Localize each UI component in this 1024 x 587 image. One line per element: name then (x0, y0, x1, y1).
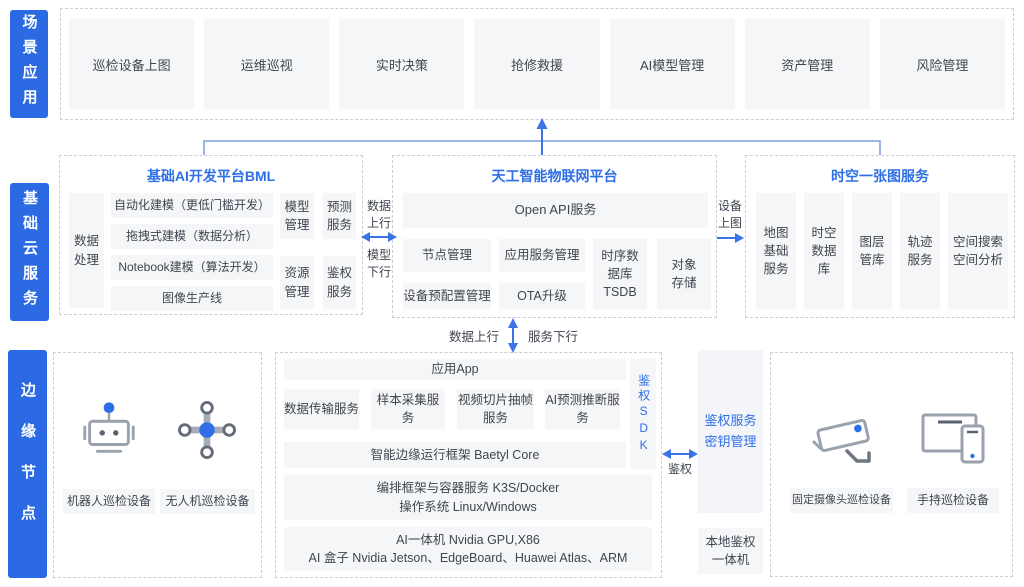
local-auth-box: 本地鉴权一体机 (698, 528, 763, 574)
edge-left-devices-box: 机器人巡检设备 无人机巡检设备 (53, 352, 262, 578)
bml-row-image-pipeline: 图像生产线 (111, 286, 273, 311)
bml-model-mgmt: 模型管理 (280, 193, 314, 239)
bml-platform-box: 基础AI开发平台BML 数据处理 自动化建模（更低门槛开发） 拖拽式建模（数据分… (59, 155, 363, 315)
fixed-camera-label: 固定摄像头巡检设备 (790, 488, 893, 513)
map-title: 时空一张图服务 (831, 168, 929, 184)
scenario-item-asset-mgmt: 资产管理 (744, 19, 870, 109)
map-service-box: 时空一张图服务 地图基础服务 时空数据库 图层管库 轨迹服务 空间搜索空间分析 (745, 155, 1015, 318)
bml-title: 基础AI开发平台BML (146, 168, 276, 184)
iot-node-mgmt: 节点管理 (403, 239, 491, 272)
edge-stack-box: 应用App 数据传输服务 样本采集服务 视频切片抽帧服务 AI预测推断服务 鉴权… (275, 352, 662, 578)
bml-row-notebook: Notebook建模（算法开发） (111, 255, 273, 280)
iot-platform-box: 天工智能物联网平台 Open API服务 节点管理 应用服务管理 设备预配置管理… (392, 155, 717, 318)
robot-icon (83, 402, 135, 453)
bml-auth-service: 鉴权服务 (323, 256, 356, 309)
edge-baetyl-core: 智能边缘运行框架 Baetyl Core (284, 442, 626, 468)
edge-ai-box: AI 盒子 Nvidia Jetson、EdgeBoard、Huawei Atl… (308, 551, 628, 565)
auth-key-service-box: 鉴权服务密钥管理 (698, 350, 763, 513)
cctv-camera-icon (812, 418, 871, 463)
map-col-spatial-search: 空间搜索空间分析 (948, 193, 1008, 309)
edge-svc-ai-inference: AI预测推断服务 (545, 389, 620, 429)
bml-data-processing: 数据处理 (69, 193, 104, 308)
iot-ota-upgrade: OTA升级 (499, 283, 585, 309)
edge-os-container-box: 编排框架与容器服务 K3S/Docker 操作系统 Linux/Windows (284, 475, 652, 520)
scenario-row: 巡检设备上图 运维巡视 实时决策 抢修救援 AI模型管理 资产管理 风险管理 (61, 9, 1013, 119)
map-col-layer-store: 图层管库 (852, 193, 892, 309)
link-cloud-edge-up-label: 数据上行 (448, 330, 499, 344)
robot-device-label: 机器人巡检设备 (63, 489, 155, 514)
iot-tsdb: 时序数据库TSDB (593, 239, 647, 309)
band-label-cloud: 基础云服务 (10, 183, 49, 321)
iot-app-service-mgmt: 应用服务管理 (499, 239, 585, 272)
auth-link-label: 鉴权 (667, 462, 692, 476)
link-iot-map-label: 设备上图 (717, 199, 742, 231)
link-bml-iot-up-label: 数据上行 (366, 199, 391, 231)
map-col-base-map: 地图基础服务 (756, 193, 796, 309)
scenario-item-realtime-decision: 实时决策 (339, 19, 465, 109)
edge-hardware-box: AI一体机 Nvidia GPU,X86 AI 盒子 Nvidia Jetson… (284, 527, 652, 571)
edge-k3s-docker: 编排框架与容器服务 K3S/Docker (376, 481, 560, 496)
map-col-st-database: 时空数据库 (804, 193, 844, 309)
scenario-container: 巡检设备上图 运维巡视 实时决策 抢修救援 AI模型管理 资产管理 风险管理 (60, 8, 1014, 120)
edge-svc-data-transfer: 数据传输服务 (284, 389, 359, 429)
edge-os: 操作系统 Linux/Windows (399, 499, 537, 514)
link-bml-iot-down-label: 模型下行 (366, 248, 391, 280)
scenario-item-ops-patrol: 运维巡视 (204, 19, 330, 109)
bml-predict-service: 预测服务 (323, 193, 356, 239)
bml-row-dragdrop: 拖拽式建模（数据分析） (111, 224, 273, 249)
drone-device-label: 无人机巡检设备 (160, 489, 255, 514)
iot-open-api: Open API服务 (403, 193, 708, 228)
handheld-device-icon (921, 413, 985, 464)
scenario-item-emergency-rescue: 抢修救援 (474, 19, 600, 109)
scenario-item-risk-mgmt: 风险管理 (879, 19, 1005, 109)
scenario-item-inspection-device-map: 巡检设备上图 (69, 19, 195, 109)
band-label-scenario: 场景应用 (10, 10, 48, 118)
top-branch-line (203, 140, 881, 155)
edge-auth-sdk: 鉴权SDK (630, 359, 656, 469)
iot-object-storage: 对象存储 (657, 239, 711, 309)
edge-svc-sample-collect: 样本采集服务 (371, 389, 445, 429)
edge-app-bar: 应用App (284, 359, 626, 380)
bml-resource-mgmt: 资源管理 (280, 256, 314, 309)
edge-right-devices-box: 固定摄像头巡检设备 手持巡检设备 (770, 352, 1013, 577)
scenario-item-ai-model-mgmt: AI模型管理 (609, 19, 735, 109)
iot-title: 天工智能物联网平台 (491, 168, 618, 184)
map-col-track-service: 轨迹服务 (900, 193, 940, 309)
edge-svc-video-slice: 视频切片抽帧服务 (457, 389, 534, 429)
bml-row-automl: 自动化建模（更低门槛开发） (111, 193, 273, 218)
band-label-edge: 边缘节点 (8, 350, 47, 578)
link-cloud-edge-down-label: 服务下行 (527, 330, 578, 344)
handheld-device-label: 手持巡检设备 (907, 488, 999, 513)
iot-device-preconfig: 设备预配置管理 (403, 283, 491, 309)
edge-ai-allinone: AI一体机 Nvidia GPU,X86 (396, 532, 540, 547)
drone-icon (178, 401, 236, 459)
